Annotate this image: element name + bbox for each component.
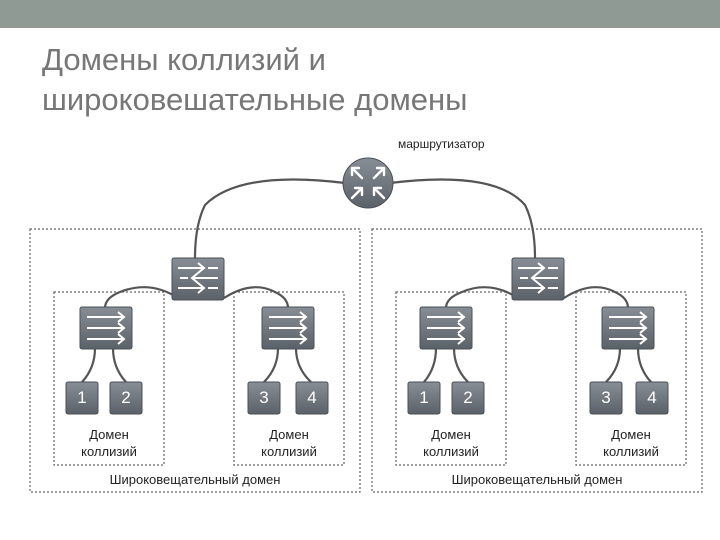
link-router-switch-right — [389, 178, 537, 259]
link-hub-port-2 — [111, 347, 127, 383]
hub-icon-1 — [79, 306, 133, 350]
link-router-switch-left — [193, 178, 346, 259]
switch-icon-right — [511, 257, 565, 301]
collision-domain-label: Домен коллизий — [396, 426, 506, 460]
port-number: 1 — [77, 388, 87, 407]
collision-domain-label-line1: Домен — [89, 427, 129, 442]
collision-domain-box-2 — [233, 291, 345, 466]
link-hub-port-7 — [605, 347, 622, 383]
router-icon — [342, 157, 394, 209]
port-box-3 — [247, 381, 281, 415]
port-number: 3 — [259, 388, 269, 407]
slide-title-line-2: широковешательные домены — [42, 82, 468, 117]
link-switch-hub-4 — [563, 286, 630, 309]
port-boxes — [65, 381, 669, 415]
link-hub-port-4 — [294, 347, 312, 383]
collision-domain-label-line2: коллизий — [423, 444, 479, 459]
link-hub-port-3 — [263, 347, 280, 383]
link-switch-hub-1 — [103, 286, 179, 309]
link-switch-hub-2 — [223, 286, 290, 309]
collision-domain-box-3 — [395, 291, 507, 466]
router-label: маршрутизатор — [398, 137, 485, 151]
port-box-4 — [295, 381, 329, 415]
collision-domain-label-line1: Домен — [431, 427, 471, 442]
port-box-6 — [451, 381, 485, 415]
collision-domain-box-1 — [53, 291, 165, 466]
broadcast-domain-box-left — [29, 228, 361, 493]
collision-domain-label-line2: коллизий — [603, 444, 659, 459]
port-box-8 — [635, 381, 669, 415]
collision-domain-label: Домен коллизий — [54, 426, 164, 460]
collision-domain-label-line2: коллизий — [81, 444, 137, 459]
link-hub-port-1 — [81, 347, 97, 383]
port-number: 1 — [419, 388, 429, 407]
collision-domain-label: Домен коллизий — [576, 426, 686, 460]
port-number: 2 — [463, 388, 473, 407]
broadcast-domain-label: Широковещательный домен — [451, 472, 623, 487]
port-box-5 — [407, 381, 441, 415]
link-hub-port-5 — [423, 347, 438, 383]
broadcast-domain-label: Широковещательный домен — [109, 472, 281, 487]
switch-icon-left — [171, 257, 225, 301]
network-links — [81, 178, 652, 383]
slide-title: Домены коллизий и широковешательные доме… — [42, 40, 662, 120]
port-number: 4 — [307, 388, 317, 407]
port-box-2 — [109, 381, 143, 415]
collision-domain-label: Домен коллизий — [234, 426, 344, 460]
broadcast-domain-box-right — [371, 228, 703, 493]
link-switch-hub-3 — [444, 286, 519, 309]
collision-domain-box-4 — [575, 291, 687, 466]
port-number: 3 — [601, 388, 611, 407]
hub-icon-2 — [261, 306, 315, 350]
hub-icon-4 — [601, 306, 655, 350]
collision-domain-label-line2: коллизий — [261, 444, 317, 459]
port-number: 4 — [647, 388, 657, 407]
header-bar — [0, 0, 720, 28]
port-box-1 — [65, 381, 99, 415]
collision-domain-label-line1: Домен — [611, 427, 651, 442]
port-box-7 — [589, 381, 623, 415]
link-hub-port-6 — [452, 347, 469, 383]
hub-icon-3 — [419, 306, 473, 350]
port-number: 2 — [121, 388, 131, 407]
slide-title-line-1: Домены коллизий и — [42, 42, 326, 77]
link-hub-port-8 — [636, 347, 652, 383]
collision-domain-label-line1: Домен — [269, 427, 309, 442]
